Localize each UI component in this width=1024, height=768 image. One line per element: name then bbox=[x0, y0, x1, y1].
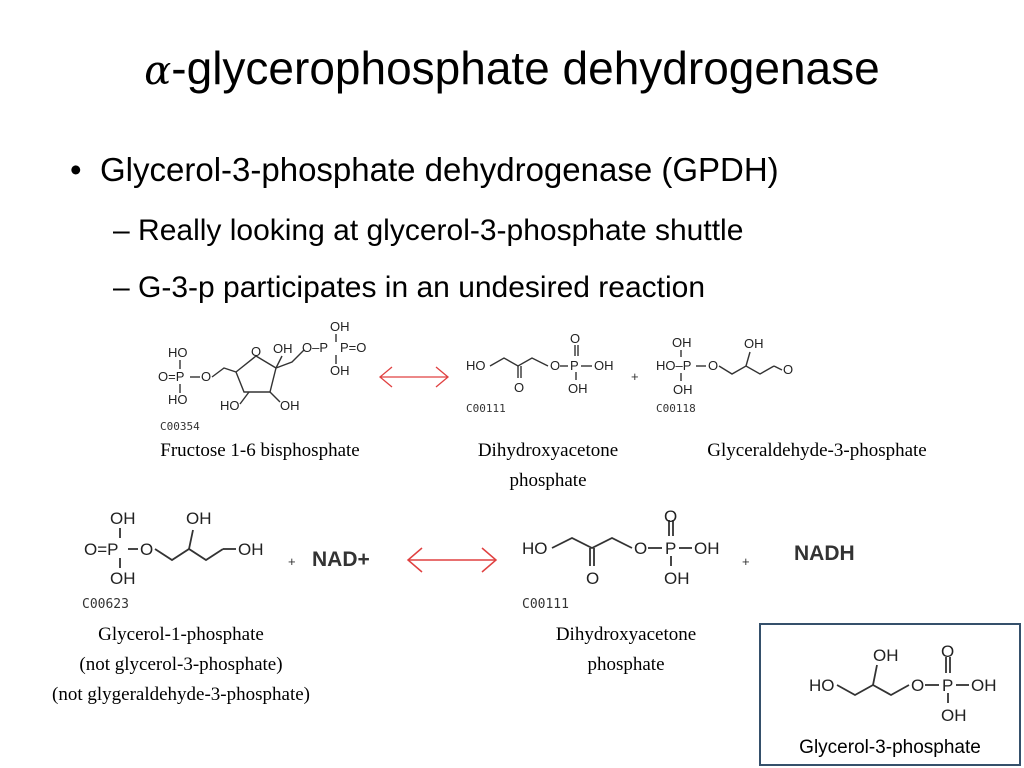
compound-id: C00623 bbox=[82, 597, 129, 612]
dhap-caption-line2: phosphate bbox=[509, 470, 587, 491]
g1p-caption-line1: Glycerol-1-phosphate bbox=[98, 624, 264, 645]
atom-label: O=P bbox=[158, 369, 184, 384]
atom-label: OH bbox=[110, 509, 136, 528]
atom-label: O–P bbox=[302, 340, 328, 355]
sub-bullet-dash: – bbox=[113, 214, 130, 247]
dhap2-caption-line1: Dihydroxyacetone bbox=[555, 624, 697, 645]
dhap-caption-1: Dihydroxyacetone phosphate bbox=[448, 436, 648, 496]
atom-label: OH bbox=[273, 341, 293, 356]
atom-label: O bbox=[570, 331, 580, 346]
atom-label: OH bbox=[672, 335, 692, 350]
alpha-symbol: α bbox=[144, 48, 172, 94]
atom-label: O bbox=[514, 380, 524, 395]
atom-label: HO–P bbox=[656, 358, 691, 373]
compound-id: C00111 bbox=[522, 597, 569, 612]
atom-label: O bbox=[941, 642, 954, 661]
glycerol-3-phosphate-inset: HO OH O P O OH OH Glycerol-3-phosphate bbox=[759, 623, 1021, 766]
atom-label: OH bbox=[110, 569, 136, 588]
atom-label: P bbox=[942, 676, 953, 695]
atom-label: OH bbox=[238, 540, 264, 559]
bullet-dot: • bbox=[70, 151, 82, 188]
atom-label: O=P bbox=[84, 540, 119, 559]
atom-label: O bbox=[664, 507, 677, 526]
atom-label: OH bbox=[744, 336, 764, 351]
atom-label: HO bbox=[168, 345, 188, 360]
atom-label: OH bbox=[568, 381, 588, 396]
atom-label: O bbox=[251, 344, 261, 359]
atom-label: OH bbox=[941, 706, 967, 725]
dhap-caption-2: Dihydroxyacetone phosphate bbox=[526, 620, 726, 680]
nad-plus-label: NAD+ bbox=[312, 548, 370, 571]
atom-label: O bbox=[634, 539, 647, 558]
bullet-main-text: Glycerol-3-phosphate dehydrogenase (GPDH… bbox=[100, 151, 779, 188]
atom-label: HO bbox=[522, 539, 548, 558]
dhap-caption-line1: Dihydroxyacetone bbox=[477, 440, 619, 461]
atom-label: OH bbox=[280, 398, 300, 413]
fructose-bisphosphate-structure: HO O=P HO O O HO OH OH O–P OH P=O OH C00… bbox=[158, 319, 366, 433]
sub-bullet-2-text: G-3-p participates in an undesired react… bbox=[138, 271, 706, 304]
atom-label: P=O bbox=[340, 340, 366, 355]
inset-caption: Glycerol-3-phosphate bbox=[799, 737, 981, 758]
nadh-label: NADH bbox=[794, 542, 855, 565]
atom-label: HO bbox=[809, 676, 835, 695]
atom-label: O bbox=[586, 569, 599, 588]
gap-structure: OH HO–P OH O OH O C00118 bbox=[656, 335, 793, 415]
atom-label: O bbox=[201, 369, 211, 384]
atom-label: OH bbox=[873, 646, 899, 665]
compound-id: C00118 bbox=[656, 402, 696, 415]
atom-label: OH bbox=[330, 319, 350, 334]
plus-sign: + bbox=[742, 554, 750, 569]
dhap2-caption-line2: phosphate bbox=[587, 654, 665, 675]
glycerol-1-phosphate-caption: Glycerol-1-phosphate (not glycerol-3-pho… bbox=[0, 620, 362, 710]
fructose-bisphosphate-caption: Fructose 1-6 bisphosphate bbox=[160, 440, 360, 461]
atom-label: OH bbox=[971, 676, 997, 695]
glycerol-1-phosphate-structure: OH O=P OH O OH OH C00623 bbox=[82, 509, 264, 612]
atom-label: O bbox=[708, 358, 718, 373]
glycerol-3-phosphate-structure: HO OH O P O OH OH bbox=[809, 642, 997, 725]
atom-label: OH bbox=[330, 363, 350, 378]
atom-label: OH bbox=[664, 569, 690, 588]
atom-label: OH bbox=[694, 539, 720, 558]
atom-label: P bbox=[570, 358, 579, 373]
g1p-caption-line2: (not glycerol-3-phosphate) bbox=[79, 654, 283, 675]
sub-bullet-dash: – bbox=[113, 271, 130, 304]
atom-label: HO bbox=[466, 358, 486, 373]
atom-label: OH bbox=[673, 382, 693, 397]
equilibrium-arrow-1 bbox=[378, 366, 450, 388]
atom-label: O bbox=[911, 676, 924, 695]
bullet-main: • Glycerol-3-phosphate dehydrogenase (GPD… bbox=[70, 148, 779, 192]
atom-label: HO bbox=[220, 398, 240, 413]
dhap-structure-small: HO O O P O OH OH C00111 bbox=[466, 331, 614, 415]
gap-caption: Glyceraldehyde-3-phosphate bbox=[707, 440, 927, 461]
atom-label: OH bbox=[594, 358, 614, 373]
compound-id: C00111 bbox=[466, 402, 506, 415]
plus-sign: + bbox=[631, 369, 639, 384]
atom-label: HO bbox=[168, 392, 188, 407]
atom-label: OH bbox=[186, 509, 212, 528]
slide-title: α-glycerophosphate dehydrogenase bbox=[0, 38, 1024, 101]
sub-bullet-1: – Really looking at glycerol-3-phosphate… bbox=[113, 211, 743, 251]
plus-sign: + bbox=[288, 554, 296, 569]
atom-label: O bbox=[550, 358, 560, 373]
atom-label: P bbox=[665, 539, 676, 558]
g1p-caption-line3: (not glygeraldehyde-3-phosphate) bbox=[52, 684, 310, 705]
equilibrium-arrow-2 bbox=[406, 547, 498, 573]
dhap-structure-large: HO O O P O OH OH C00111 bbox=[522, 507, 720, 612]
slide-title-text: -glycerophosphate dehydrogenase bbox=[171, 42, 880, 94]
atom-label: O bbox=[140, 540, 153, 559]
atom-label: O bbox=[783, 362, 793, 377]
sub-bullet-2: – G-3-p participates in an undesired rea… bbox=[113, 268, 705, 308]
compound-id: C00354 bbox=[160, 420, 200, 433]
sub-bullet-1-text: Really looking at glycerol-3-phosphate s… bbox=[138, 214, 744, 247]
